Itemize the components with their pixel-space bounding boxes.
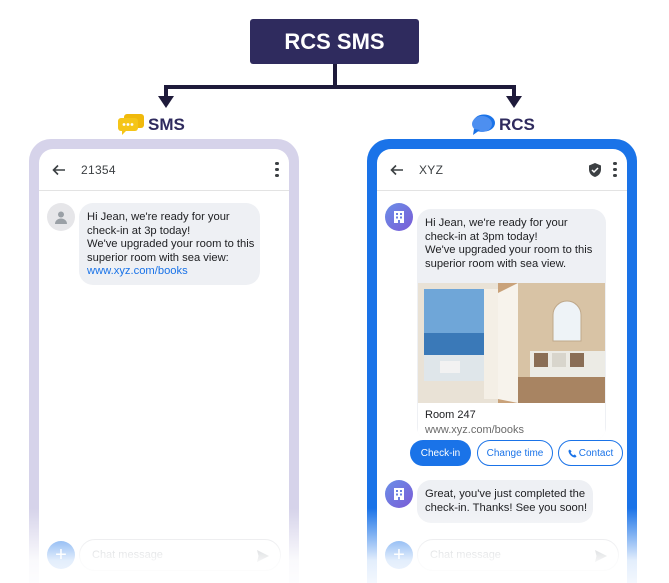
room-photo xyxy=(418,283,605,403)
sms-label-text: SMS xyxy=(148,115,185,134)
sms-chat-placeholder: Chat message xyxy=(92,549,163,561)
sms-label: SMS xyxy=(118,114,185,136)
rcs-message-line: check-in at 3pm today! xyxy=(425,230,538,243)
sms-screen: 21354 Hi Jean, we're ready for your chec… xyxy=(39,149,289,583)
more-vert-icon[interactable] xyxy=(275,161,279,178)
sms-contact-name: 21354 xyxy=(81,162,116,177)
sms-chat-input[interactable]: Chat message xyxy=(79,539,281,571)
rcs-reply-line: check-in. Thanks! See you soon! xyxy=(425,501,588,514)
page-title: RCS SMS xyxy=(250,19,419,64)
contact-label: Contact xyxy=(578,447,614,459)
sms-message-bubble: Hi Jean, we're ready for your check-in a… xyxy=(79,203,260,285)
rcs-screen: XYZ Hi Jean, we're ready for your check-… xyxy=(377,149,627,583)
rcs-chat-input[interactable]: Chat message xyxy=(417,539,619,571)
rcs-rich-card[interactable]: Hi Jean, we're ready for your check-in a… xyxy=(417,209,606,441)
change-time-button[interactable]: Change time xyxy=(477,440,553,466)
building-icon xyxy=(385,480,413,508)
building-icon xyxy=(385,203,413,231)
rcs-reply-line: Great, you've just completed the xyxy=(425,488,586,500)
sms-chat-icon xyxy=(118,114,144,135)
sms-link[interactable]: www.xyz.com/books xyxy=(87,265,188,278)
change-time-label: Change time xyxy=(486,447,544,459)
sms-message-line: superior room with sea view: xyxy=(87,251,229,264)
sms-app-bar: 21354 xyxy=(39,149,289,191)
rcs-message-line: Hi Jean, we're ready for your xyxy=(425,217,568,229)
rcs-chat-placeholder: Chat message xyxy=(430,549,501,561)
rcs-reply-bubble: Great, you've just completed the check-i… xyxy=(417,480,593,523)
send-icon[interactable] xyxy=(594,549,608,563)
rcs-chat-icon xyxy=(472,114,495,135)
rcs-message-line: superior room with sea view. xyxy=(425,257,567,270)
check-in-label: Check-in xyxy=(420,447,461,459)
contact-button[interactable]: Contact xyxy=(558,440,623,466)
more-vert-icon[interactable] xyxy=(613,161,617,178)
sms-message-line: check-in at 3p today! xyxy=(87,224,191,237)
sms-phone: 21354 Hi Jean, we're ready for your chec… xyxy=(29,139,299,583)
sms-message-line: We've upgraded your room to this xyxy=(87,238,255,251)
rcs-card-message: Hi Jean, we're ready for your check-in a… xyxy=(425,217,592,271)
sms-message-line: Hi Jean, we're ready for your xyxy=(87,211,230,223)
room-url[interactable]: www.xyz.com/books xyxy=(425,424,525,436)
room-title: Room 247 xyxy=(425,409,476,421)
plus-icon[interactable]: + xyxy=(385,541,413,569)
send-icon[interactable] xyxy=(256,549,270,563)
rcs-message-line: We've upgraded your room to this xyxy=(425,244,593,257)
plus-icon[interactable]: + xyxy=(47,541,75,569)
rcs-label-text: RCS xyxy=(499,115,535,134)
shield-check-icon[interactable] xyxy=(587,162,603,178)
rcs-composer: + Chat message xyxy=(377,537,627,577)
check-in-button[interactable]: Check-in xyxy=(410,440,471,466)
rcs-app-bar: XYZ xyxy=(377,149,627,191)
phone-icon xyxy=(568,448,577,458)
rcs-label: RCS xyxy=(471,114,535,136)
person-icon xyxy=(47,203,75,231)
rcs-card-caption: Room 247 www.xyz.com/books xyxy=(418,403,605,441)
sms-composer: + Chat message xyxy=(39,537,289,577)
back-arrow-icon[interactable] xyxy=(51,162,67,178)
back-arrow-icon[interactable] xyxy=(389,162,405,178)
rcs-phone: XYZ Hi Jean, we're ready for your check-… xyxy=(367,139,637,583)
connector-arrows xyxy=(158,64,522,108)
rcs-contact-name: XYZ xyxy=(419,162,444,177)
